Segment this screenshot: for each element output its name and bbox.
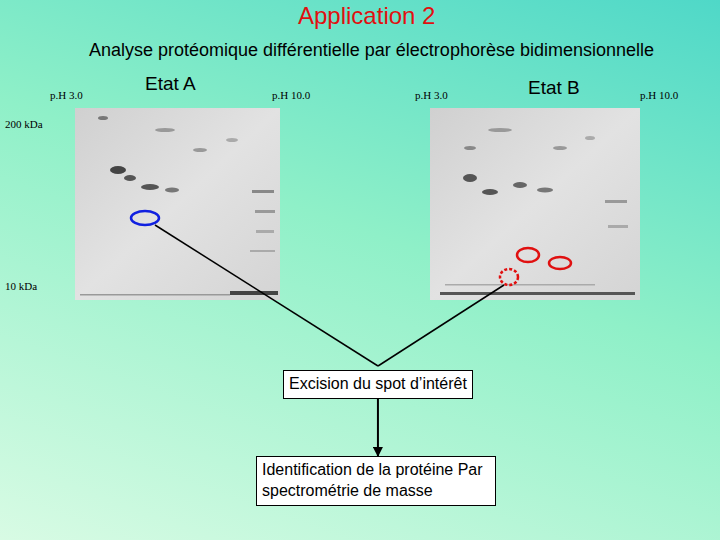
leader-line	[378, 285, 504, 366]
axis-label: p.H 10.0	[272, 89, 310, 101]
spot-circle-dashed	[500, 269, 518, 285]
state-label: Etat A	[145, 73, 196, 95]
box-text: Identification de la protéine Par spectr…	[262, 460, 490, 502]
axis-label: p.H 10.0	[640, 89, 678, 101]
mass-label: 200 kDa	[5, 118, 43, 130]
mass-label: 10 kDa	[5, 280, 37, 292]
slide-title: Application 2	[298, 2, 435, 30]
axis-label: p.H 3.0	[50, 89, 83, 101]
spot-circle-red	[549, 257, 571, 269]
spot-circle-blue	[131, 211, 159, 225]
arrow-connector	[377, 399, 379, 456]
spot-circle-red	[517, 248, 539, 262]
process-box: Excision du spot d’intérêt	[283, 370, 473, 399]
subtitle: Analyse protéomique différentielle par é…	[89, 40, 654, 61]
axis-label: p.H 3.0	[415, 89, 448, 101]
process-box: Identification de la protéine Par spectr…	[256, 456, 496, 506]
box-text: Excision du spot d’intérêt	[289, 374, 467, 395]
gel-a	[75, 108, 280, 300]
gel-b	[430, 108, 640, 300]
leader-line	[155, 225, 378, 366]
state-label: Etat B	[528, 77, 580, 99]
